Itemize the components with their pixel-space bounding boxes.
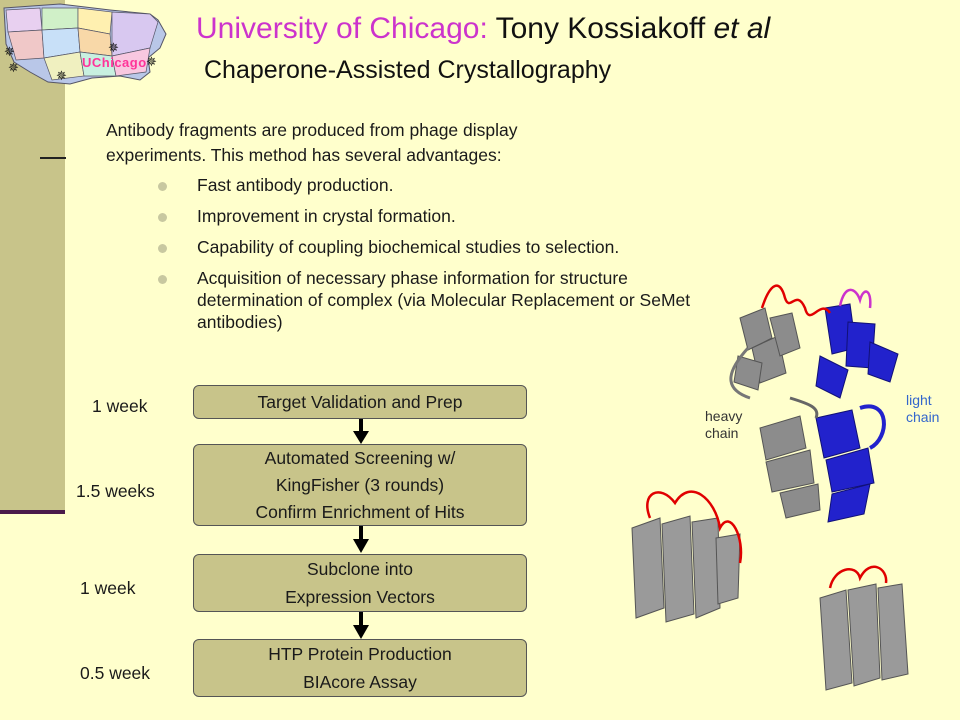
- workflow-step-subclone: Subclone into Expression Vectors: [193, 554, 527, 612]
- left-band-divider: [0, 510, 65, 514]
- duration-label: 1.5 weeks: [76, 481, 155, 501]
- duration-label: 1 week: [92, 396, 148, 416]
- svg-text:✵: ✵: [8, 61, 19, 76]
- duration-label: 0.5 week: [80, 663, 151, 683]
- left-side-band: [0, 0, 65, 510]
- advantages-list: Fast antibody production. Improvement in…: [158, 174, 778, 342]
- down-arrow-icon: [353, 419, 369, 444]
- intro-line-1: Antibody fragments are produced from pha…: [106, 120, 518, 140]
- bullet-dot-icon: [158, 182, 167, 191]
- list-item: Improvement in crystal formation.: [158, 205, 778, 227]
- bullet-dot-icon: [158, 213, 167, 222]
- workflow-step-target-validation: Target Validation and Prep: [193, 385, 527, 419]
- bullet-dot-icon: [158, 275, 167, 284]
- logo-text: UChicago: [82, 55, 147, 70]
- antibody-structure-image: [631, 284, 909, 691]
- svg-text:✵: ✵: [56, 69, 67, 84]
- svg-text:✵: ✵: [108, 41, 119, 56]
- list-item: Acquisition of necessary phase informati…: [158, 267, 737, 333]
- workflow-step-screening: Automated Screening w/ KingFisher (3 rou…: [193, 444, 527, 526]
- page-subtitle: Chaperone-Assisted Crystallography: [204, 56, 612, 84]
- svg-text:✵: ✵: [146, 55, 157, 70]
- down-arrow-icon: [353, 526, 369, 553]
- title-institution: University of Chicago:: [196, 12, 488, 45]
- heavy-chain-label: heavy chain: [705, 408, 743, 441]
- intro-paragraph: Antibody fragments are produced from pha…: [106, 118, 746, 168]
- list-item: Capability of coupling biochemical studi…: [158, 236, 778, 258]
- page-title: University of Chicago: Tony Kossiakoff e…: [196, 12, 770, 46]
- intro-line-2: experiments. This method has several adv…: [106, 145, 502, 165]
- workflow-step-protein-production: HTP Protein Production BIAcore Assay: [193, 639, 527, 697]
- light-chain-label: light chain: [906, 392, 940, 425]
- list-item: Fast antibody production.: [158, 174, 778, 196]
- svg-text:✵: ✵: [4, 45, 15, 60]
- left-rule: [40, 157, 66, 159]
- duration-label: 1 week: [80, 578, 136, 598]
- bullet-dot-icon: [158, 244, 167, 253]
- title-etal: et al: [713, 12, 771, 45]
- down-arrow-icon: [353, 612, 369, 639]
- title-authors: Tony Kossiakoff: [495, 12, 706, 45]
- us-map-logo: ✵ ✵ ✵ ✵ ✵: [3, 3, 167, 85]
